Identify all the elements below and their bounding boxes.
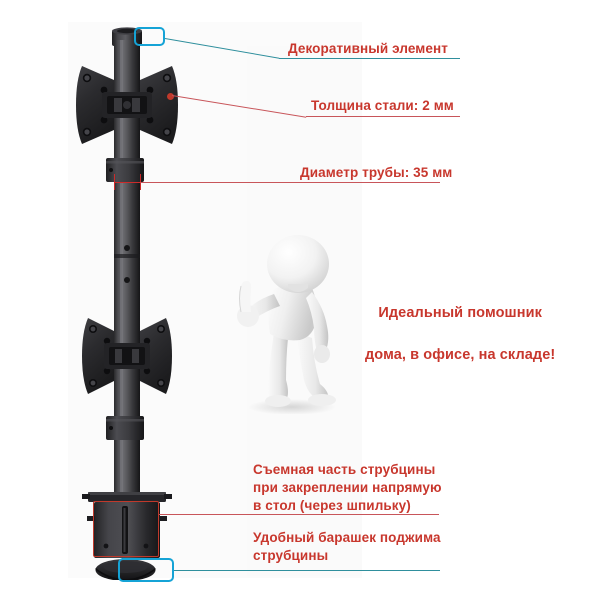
mannequin-figure [228, 228, 354, 415]
callout-removable-clamp: Съемная часть струбцины при закреплении … [253, 462, 442, 513]
callout-thumbscrew-knob: Удобный барашек поджима струбцины [253, 530, 441, 563]
leader-line-clamp-underline [159, 514, 439, 515]
leader-line-knob-underline [174, 570, 440, 571]
lower-collar-part [106, 416, 144, 440]
slogan-block: Идеальный помошник дома, в офисе, на скл… [365, 282, 555, 387]
highlight-box-decorative-cap [134, 27, 165, 46]
upper-vesa-plate-part [76, 66, 178, 144]
marker-dot-steel-thickness [167, 93, 174, 100]
callout-decorative-element: Декоративный элемент [288, 41, 448, 56]
product-illustration [70, 18, 230, 580]
tube-screw [124, 277, 130, 283]
dimension-span-line [114, 182, 141, 183]
tube-screw [124, 245, 130, 251]
highlight-box-clamp-body [93, 501, 159, 557]
highlight-box-thumbscrew [118, 558, 174, 582]
thumbscrew-knob-part [95, 559, 156, 580]
callout-tube-diameter: Диаметр трубы: 35 мм [300, 165, 453, 180]
clamp-flange-part [82, 492, 172, 502]
leader-line-decorative-underline [279, 58, 460, 59]
leader-line-diameter-underline [140, 182, 440, 183]
callout-steel-thickness: Толщина стали: 2 мм [311, 98, 454, 113]
clamp-body-part [87, 502, 167, 558]
upper-collar-part [106, 158, 144, 182]
slogan-line-1: Идеальный помошник [378, 305, 542, 321]
leader-line-steel-underline [306, 116, 460, 117]
slogan-line-2: дома, в офисе, на складе! [365, 347, 556, 363]
lower-vesa-plate-part [82, 318, 172, 394]
